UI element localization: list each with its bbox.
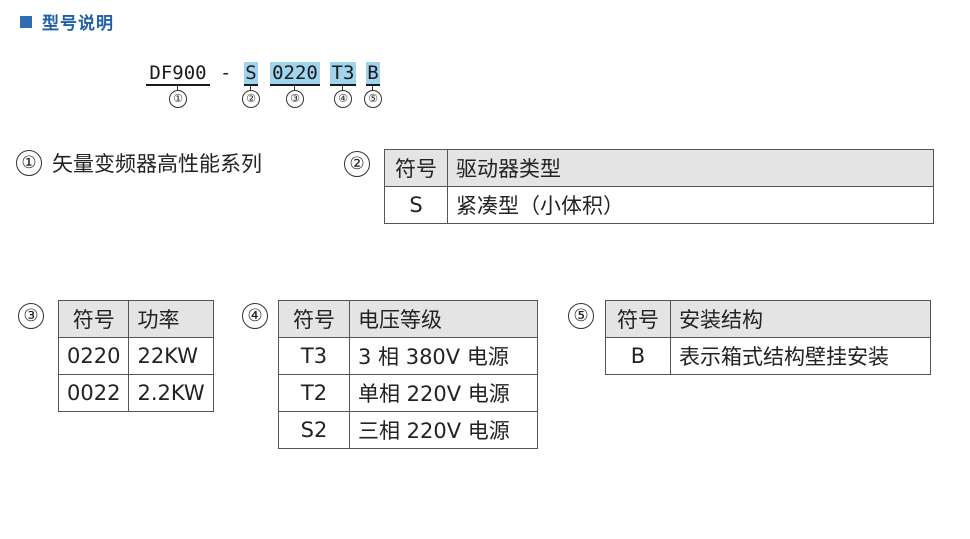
table-cell: 3 相 380V 电源 (349, 337, 538, 375)
voltage-table: 符号 电压等级 T3 3 相 380V 电源 T2 单相 220V 电源 S2 … (278, 300, 538, 449)
section-heading: 型号说明 (20, 9, 114, 34)
marker-tick (372, 86, 374, 91)
header-cell: 符号 (57, 300, 130, 338)
table-row: S2 三相 220V 电源 (278, 411, 538, 449)
marker-tick (342, 86, 344, 91)
model-seg-type: S (244, 62, 258, 86)
table-cell: S2 (278, 411, 350, 449)
table-cell: B (605, 337, 671, 375)
header-cell: 驱动器类型 (447, 149, 934, 187)
heading-text: 型号说明 (42, 14, 114, 34)
marker-5: ⑤ (364, 90, 382, 108)
header-cell: 符号 (605, 300, 671, 338)
table-row: T2 单相 220V 电源 (278, 374, 538, 412)
table-header-row: 符号 驱动器类型 (384, 149, 934, 187)
section-1-marker: ① (16, 150, 42, 176)
table-row: B 表示箱式结构壁挂安装 (605, 337, 931, 375)
model-code: DF900 - S 0220 T3 B ① ② ③ ④ ⑤ (146, 62, 406, 112)
section-3-marker: ③ (18, 303, 44, 329)
table-header-row: 符号 电压等级 (278, 300, 538, 338)
table-cell: 22KW (128, 337, 214, 375)
table-cell: S (384, 186, 448, 224)
model-seg-series: DF900 (146, 62, 210, 86)
table-cell: 0022 (57, 374, 130, 412)
header-cell: 功率 (128, 300, 214, 338)
driver-type-table: 符号 驱动器类型 S 紧凑型（小体积） (384, 149, 934, 224)
table-header-row: 符号 安装结构 (605, 300, 931, 338)
power-table: 符号 功率 0220 22KW 0022 2.2KW (57, 300, 214, 412)
marker-3: ③ (286, 90, 304, 108)
table-cell: 紧凑型（小体积） (447, 186, 934, 224)
series-description: ① 矢量变频器高性能系列 (16, 148, 262, 178)
table-cell: T2 (278, 374, 350, 412)
model-seg-voltage: T3 (330, 62, 356, 86)
mounting-table: 符号 安装结构 B 表示箱式结构壁挂安装 (605, 300, 931, 375)
model-seg-power: 0220 (270, 62, 320, 86)
table-row: 0022 2.2KW (57, 374, 214, 412)
table-cell: T3 (278, 337, 350, 375)
table-row: 0220 22KW (57, 337, 214, 375)
header-cell: 安装结构 (670, 300, 931, 338)
table-cell: 单相 220V 电源 (349, 374, 538, 412)
table-cell: 0220 (57, 337, 130, 375)
marker-1: ① (169, 90, 187, 108)
table-cell: 2.2KW (128, 374, 214, 412)
table-header-row: 符号 功率 (57, 300, 214, 338)
table-row: S 紧凑型（小体积） (384, 186, 934, 224)
square-bullet-icon (20, 15, 32, 28)
table-row: T3 3 相 380V 电源 (278, 337, 538, 375)
model-seg-mount: B (366, 62, 380, 86)
section-2-marker: ② (344, 151, 370, 177)
series-text: 矢量变频器高性能系列 (52, 152, 262, 176)
marker-tick (177, 86, 179, 91)
marker-2: ② (242, 90, 260, 108)
header-cell: 电压等级 (349, 300, 538, 338)
marker-tick (294, 86, 296, 91)
section-4-marker: ④ (242, 303, 268, 329)
section-5-marker: ⑤ (568, 303, 594, 329)
marker-4: ④ (334, 90, 352, 108)
header-cell: 符号 (278, 300, 350, 338)
marker-tick (250, 86, 252, 91)
model-separator: - (220, 62, 232, 84)
table-cell: 三相 220V 电源 (349, 411, 538, 449)
header-cell: 符号 (384, 149, 448, 187)
table-cell: 表示箱式结构壁挂安装 (670, 337, 931, 375)
